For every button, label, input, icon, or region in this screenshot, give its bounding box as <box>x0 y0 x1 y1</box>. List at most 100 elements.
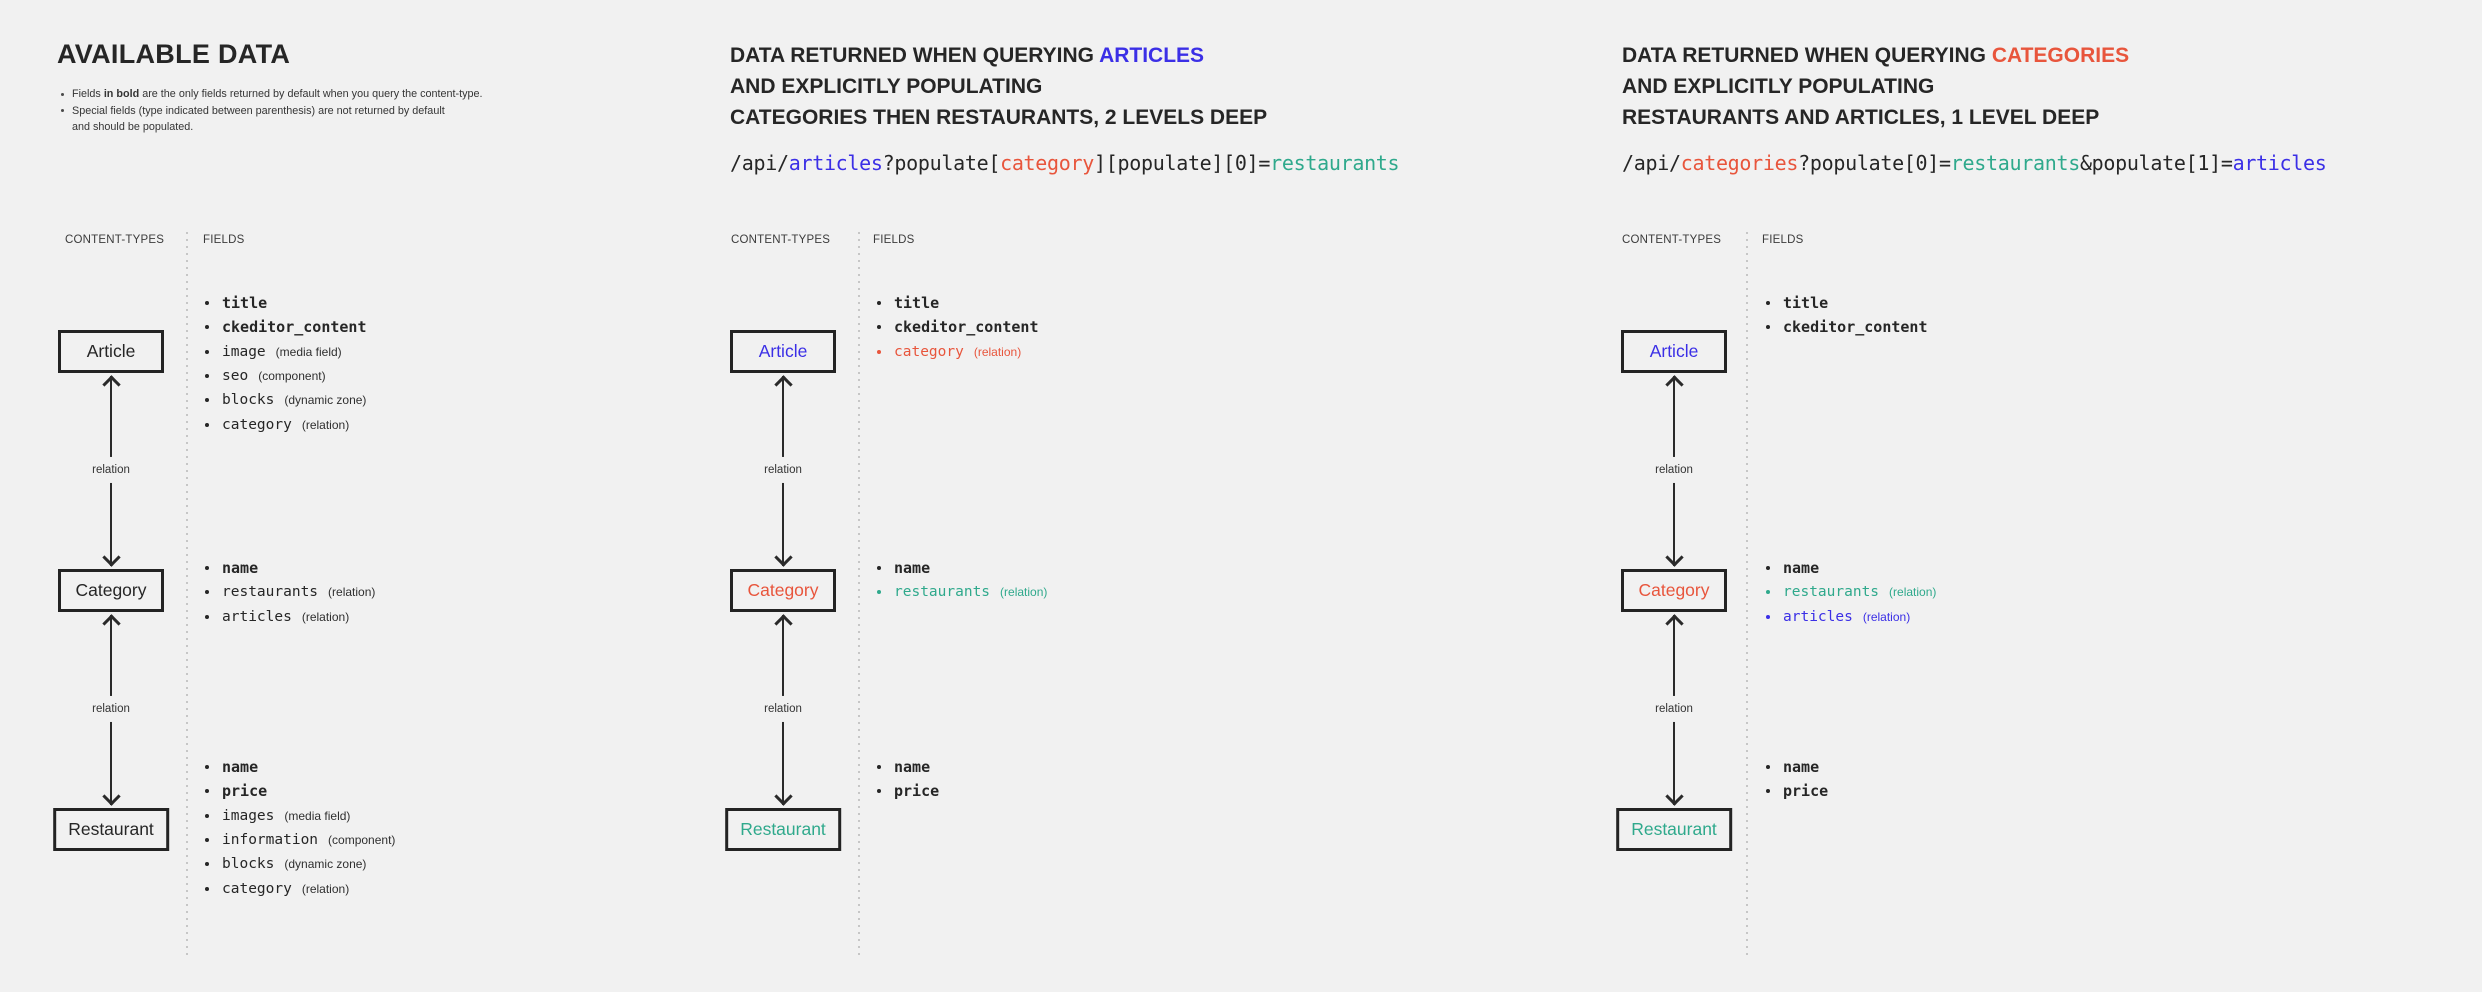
text-segment: restaurants <box>1950 151 2080 175</box>
dotted-divider <box>186 232 188 957</box>
content-types-label: CONTENT-TYPES <box>731 234 831 246</box>
text-segment: Special fields (type indicated between p… <box>72 104 445 117</box>
note-line: Special fields (type indicated between p… <box>61 103 483 120</box>
bullet-icon <box>1766 590 1770 595</box>
field-type: (component) <box>258 369 326 384</box>
bullet-icon <box>877 325 881 330</box>
field-name: price <box>1783 782 1829 801</box>
fields-label: FIELDS <box>1762 234 1804 246</box>
field-name: seo <box>222 368 249 385</box>
api-query-code: /api/categories?populate[0]=restaurants&… <box>1622 150 2327 176</box>
field-row: category (relation) <box>205 876 395 900</box>
text-segment: CATEGORIES <box>1991 44 2130 67</box>
relation-label: relation <box>90 695 132 722</box>
text-segment: in bold <box>103 88 140 100</box>
text-segment: CATEGORIES THEN RESTAURANTS, 2 LEVELS DE… <box>730 106 1268 129</box>
field-name: name <box>1783 559 1820 578</box>
relation-label: relation <box>762 695 804 722</box>
field-row: name <box>205 755 395 779</box>
content-type-box-article: Article <box>730 330 836 373</box>
notes-list: Fields in bold are the only fields retur… <box>61 86 483 136</box>
field-row: images(media field) <box>205 804 395 828</box>
field-row: name <box>1766 556 1936 580</box>
field-name: name <box>894 758 931 777</box>
title-line: DATA RETURNED WHEN QUERYING CATEGORIES <box>1622 40 2129 71</box>
field-name: restaurants <box>894 584 991 601</box>
content-types-label: CONTENT-TYPES <box>65 234 165 246</box>
content-type-name: Category <box>75 580 147 600</box>
field-row: seo (component) <box>205 364 367 388</box>
title-line: AVAILABLE DATA <box>57 38 290 70</box>
bullet-icon <box>205 614 209 619</box>
bullet-icon <box>877 789 881 794</box>
field-row: restaurants (relation) <box>877 580 1047 604</box>
field-row: information(component) <box>205 828 395 852</box>
panel-title: DATA RETURNED WHEN QUERYING ARTICLES AND … <box>730 40 1267 133</box>
field-name: category <box>222 880 292 897</box>
fields-label: FIELDS <box>203 234 245 246</box>
content-type-box-restaurant: Restaurant <box>53 808 169 851</box>
content-type-box-restaurant: Restaurant <box>725 808 841 851</box>
field-row: ckeditor_content <box>1766 315 1928 339</box>
field-type: (relation) <box>328 585 376 600</box>
title-line: AND EXPLICITLY POPULATING <box>1622 71 2129 102</box>
bullet-icon <box>1766 614 1770 619</box>
content-type-name: Article <box>86 341 136 361</box>
fields-label: FIELDS <box>873 234 915 246</box>
text-segment: AND EXPLICITLY POPULATING <box>730 75 1043 98</box>
text-segment: categories <box>1680 151 1799 175</box>
content-type-box-category: Category <box>730 569 836 612</box>
text-segment: AND EXPLICITLY POPULATING <box>1622 75 1935 98</box>
bullet-icon <box>61 109 64 113</box>
field-name: information <box>222 832 319 849</box>
field-type: (media field) <box>284 808 351 823</box>
text-segment: DATA RETURNED WHEN QUERYING <box>730 44 1100 67</box>
text-segment: AVAILABLE DATA <box>57 39 291 69</box>
text-segment: category <box>1000 151 1095 175</box>
bullet-icon <box>61 92 64 96</box>
text-segment: Fields <box>72 88 104 100</box>
field-type: (relation) <box>301 881 350 896</box>
text-segment: /api/ <box>1622 151 1681 175</box>
field-name: articles <box>222 608 292 625</box>
field-row: restaurants(relation) <box>205 580 375 604</box>
field-name: ckeditor_content <box>222 318 367 337</box>
field-name: title <box>222 294 268 313</box>
content-type-name: Article <box>758 341 808 361</box>
bullet-icon <box>877 301 881 306</box>
field-row: ckeditor_content <box>877 315 1039 339</box>
field-type: (relation) <box>1889 585 1937 600</box>
text-segment: ?populate[0]= <box>1798 151 1951 175</box>
title-line: DATA RETURNED WHEN QUERYING ARTICLES <box>730 40 1267 71</box>
field-row: category(relation) <box>205 412 367 436</box>
panel-title: AVAILABLE DATA <box>57 38 290 70</box>
bullet-icon <box>205 301 209 306</box>
bullet-icon <box>1766 566 1770 571</box>
field-name: restaurants <box>1783 584 1880 601</box>
bullet-icon <box>205 813 209 818</box>
text-segment: ?populate[ <box>882 151 1001 175</box>
field-row: restaurants (relation) <box>1766 580 1936 604</box>
title-line: RESTAURANTS AND ARTICLES, 1 LEVEL DEEP <box>1622 102 2129 133</box>
field-row: name <box>205 556 375 580</box>
field-type: (relation) <box>1000 585 1048 600</box>
field-row: category(relation) <box>877 340 1039 364</box>
panel-title: DATA RETURNED WHEN QUERYING CATEGORIES AN… <box>1622 40 2129 133</box>
bullet-icon <box>1766 789 1770 794</box>
content-type-name: Category <box>1638 580 1710 600</box>
field-row: price <box>877 779 939 803</box>
content-type-name: Article <box>1649 341 1699 361</box>
field-type: (relation) <box>1862 609 1911 624</box>
relation-label: relation <box>90 456 132 483</box>
field-name: price <box>222 782 268 801</box>
content-type-name: Restaurant <box>68 819 154 839</box>
bullet-icon <box>1766 301 1770 306</box>
bullet-icon <box>205 325 209 330</box>
field-name: blocks <box>222 856 275 873</box>
